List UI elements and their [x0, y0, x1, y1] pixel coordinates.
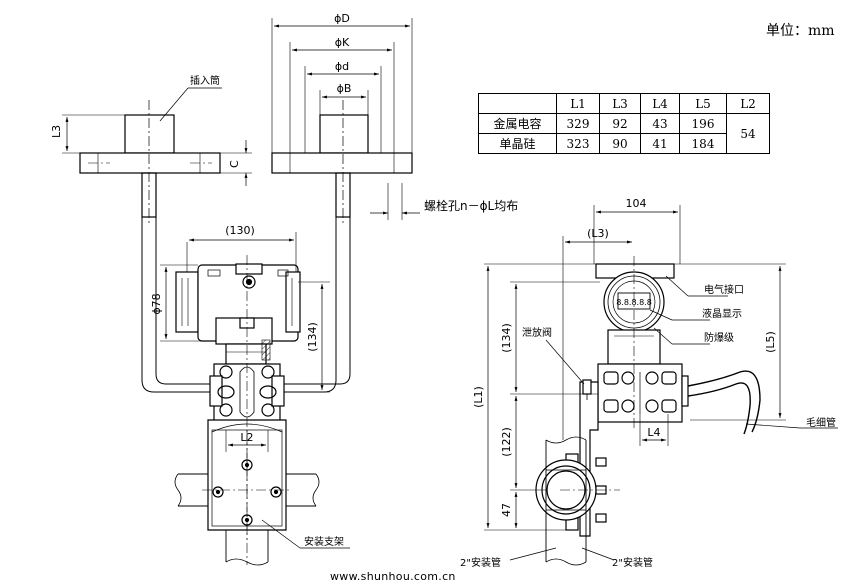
right-transmitter: 8.8.8.8.8	[484, 205, 838, 566]
lcd-readout: 8.8.8.8.8	[616, 298, 652, 307]
dim-phi78: ϕ78	[150, 293, 163, 314]
dim-phi-d: ϕd	[335, 60, 349, 73]
dim-104: 104	[626, 197, 647, 210]
cell-l3: 90	[599, 133, 641, 154]
left-transmitter	[160, 232, 350, 566]
dim-l2: L2	[240, 431, 253, 444]
dim-l1: (L1)	[472, 386, 485, 408]
drain-valve-label: 泄放阀	[522, 326, 552, 339]
cell-l5: 184	[679, 133, 727, 154]
table-header-row: L1 L3 L4 L5 L2	[478, 93, 770, 114]
dim-phi-b: ϕB	[337, 82, 352, 95]
cell-l2: 54	[726, 113, 770, 154]
table-header-l5: L5	[679, 93, 727, 114]
lcd-display-label: 液晶显示	[702, 307, 742, 320]
dim-l3-right: (L3)	[587, 227, 609, 240]
cell-l1: 323	[556, 133, 600, 154]
dim-l4: L4	[647, 426, 660, 439]
dim-c: C	[228, 160, 241, 168]
row-name: 单晶硅	[478, 133, 557, 154]
unit-label: 单位：mm	[766, 23, 835, 39]
electrical-interface-label: 电气接口	[704, 283, 744, 296]
right-flange	[271, 18, 420, 225]
left-flange	[62, 87, 252, 225]
capillary-label: 毛细管	[806, 416, 836, 429]
dim-l5: (L5)	[764, 331, 777, 353]
dim-134-left: (134)	[306, 322, 319, 352]
dim-l3-flange: L3	[50, 125, 63, 138]
spec-table: L1 L3 L4 L5 L2 金属电容 329 92 43 196 54 单晶硅…	[478, 93, 770, 154]
bolt-hole-label: 螺栓孔n－ϕL均布	[424, 198, 518, 213]
dim-134-right: (134)	[500, 323, 513, 353]
dim-122: (122)	[500, 427, 513, 457]
cell-l4: 41	[640, 133, 680, 154]
bracket-label: 安装支架	[304, 535, 344, 548]
explosion-proof-label: 防爆级	[704, 331, 734, 344]
insert-tube-label: 插入筒	[190, 74, 220, 87]
dim-phi-d-large: ϕD	[334, 12, 350, 25]
table-row: 单晶硅 323 90 41 184	[478, 133, 770, 154]
dim-phi-k: ϕK	[335, 36, 350, 49]
pipe-right-label: 2"安装管	[612, 556, 653, 569]
dim-47: 47	[500, 503, 513, 517]
dim-130: (130)	[225, 224, 255, 237]
drawing-labels: 插入筒 L3 C ϕD ϕK ϕd ϕB 螺栓孔n－ϕL均布 (130) ϕ78…	[50, 12, 836, 569]
source-url: www.shunhou.com.cn	[330, 570, 456, 583]
pipe-left-label: 2"安装管	[460, 556, 501, 569]
